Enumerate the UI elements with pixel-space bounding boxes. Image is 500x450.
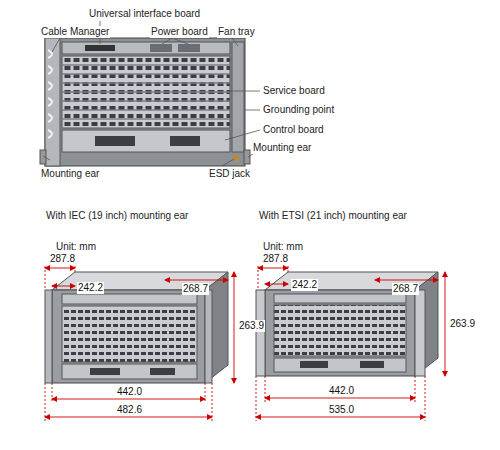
part-label: Power board [150,26,209,38]
part-label: Mounting ear [40,168,100,180]
dimension: 242.2 [291,279,318,291]
dimension: 242.2 [77,282,104,294]
part-label: Grounding point [262,104,335,116]
view-heading: With ETSI (21 inch) mounting ear [258,210,408,222]
iec-chassis-drawing [45,272,228,383]
part-label: Mounting ear [252,142,312,154]
dimension: 263.9 [238,320,265,332]
dimension: 482.6 [116,404,143,416]
dimension: 268.7 [182,283,209,295]
part-label: Service board [262,85,326,97]
dimension: 287.8 [49,253,76,265]
unit-note: Unit: mm [55,241,97,253]
chassis-photo [40,38,250,166]
dimension-lines [45,262,234,421]
dimension: 287.8 [262,253,289,265]
dimension: 535.0 [328,404,355,416]
part-label: Fan tray [217,26,256,38]
dimension: 268.7 [392,283,419,295]
etsi-chassis-drawing [256,272,438,376]
part-label: Control board [262,124,325,136]
part-label: Universal interface board [88,8,201,20]
view-heading: With IEC (19 inch) mounting ear [45,210,189,222]
dimension: 442.0 [328,385,355,397]
leader-lines [43,21,260,166]
dimension: 263.9 [449,318,476,330]
part-label: ESD jack [208,168,251,180]
unit-note: Unit: mm [262,241,304,253]
dimension: 442.0 [116,386,143,398]
dimension-lines [256,262,445,421]
part-label: Cable Manager [40,26,110,38]
